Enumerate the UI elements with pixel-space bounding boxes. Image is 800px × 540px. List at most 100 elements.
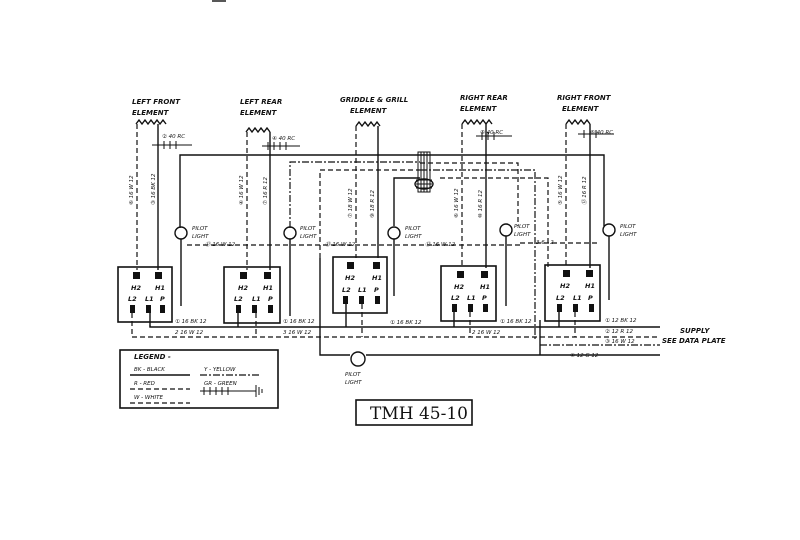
top-bus-wires [179, 154, 605, 340]
switch-box-left-rear: H2 H1 L2 L1 P [223, 266, 281, 324]
element-label-right-rear: RIGHT REAR ELEMENT [460, 94, 508, 113]
lead-label: ⑦ 18 W 12 [347, 188, 354, 218]
svg-text:L1: L1 [573, 294, 582, 302]
heating-element-right-front [565, 118, 591, 126]
legend-yellow: Y - YELLOW [204, 367, 236, 373]
legend-green-line [200, 385, 263, 397]
element-name-line1: LEFT FRONT [132, 98, 181, 106]
svg-text:L2: L2 [342, 286, 351, 294]
switch-box-left-front: H2 H1 L2 L1 P [117, 266, 173, 323]
pilot-light-4: PILOT LIGHT [499, 223, 531, 306]
pilot-label-line1: PILOT [345, 372, 361, 378]
svg-text:P: P [160, 295, 165, 303]
element-name-line1: GRIDDLE & GRILL [340, 96, 408, 104]
legend-title: LEGEND - [134, 353, 171, 361]
bus-note: 3 16 W 12 [283, 330, 312, 336]
svg-text:L1: L1 [145, 295, 154, 303]
svg-text:P: P [588, 294, 593, 302]
pilot-label-line1: PILOT [405, 226, 421, 232]
element-label-left-front: LEFT FRONT ELEMENT [132, 98, 181, 117]
svg-text:SUPPLY: SUPPLY [680, 327, 710, 335]
pilot-label-line1: PILOT [192, 226, 208, 232]
svg-text:L2: L2 [128, 295, 137, 303]
bus-note: ① 16 BK 12 [390, 320, 422, 326]
element-label-left-rear: LEFT REAR ELEMENT [240, 98, 282, 117]
lead-label: ③ 16 BK 12 [151, 173, 157, 205]
bus-note: ⑪ 16 W 12 [205, 241, 236, 248]
svg-text:H2: H2 [560, 282, 570, 290]
bus-note: ① 12 BK 12 [605, 318, 637, 324]
wire-note: ② 40 RC [162, 133, 185, 140]
model-number: TMH 45-10 [370, 404, 468, 424]
heating-element-right-rear [461, 118, 493, 126]
svg-text:L1: L1 [252, 295, 261, 303]
element-label-right-front: RIGHT FRONT ELEMENT [557, 94, 612, 113]
heating-element-griddle [355, 120, 381, 128]
lead-label: ⑪ 16 R 12 [581, 176, 588, 205]
lower-bus-wires [131, 258, 660, 356]
pilot-light-2: PILOT LIGHT [283, 226, 317, 316]
legend-green: GR - GREEN [204, 381, 237, 387]
pilot-label-line1: PILOT [300, 226, 316, 232]
lead-label: ⑨ 18 R 12 [369, 190, 376, 218]
ground-stub-marks [152, 130, 614, 150]
legend-red: R - RED [134, 381, 155, 387]
pilot-light-5: PILOT LIGHT [602, 223, 637, 300]
switch-box-griddle: H2 H1 L2 L1 P [332, 256, 388, 314]
bus-note: 2 16 W 12 [472, 330, 501, 336]
heating-element-left-rear [245, 126, 271, 134]
pilot-bus [187, 242, 600, 246]
svg-text:H1: H1 [372, 274, 382, 282]
bus-note: ② 12 R 12 [605, 328, 633, 335]
svg-text:H1: H1 [263, 284, 273, 292]
svg-text:L2: L2 [451, 294, 460, 302]
bus-note: ④ 12 G 12 [570, 353, 599, 359]
svg-text:L1: L1 [358, 286, 367, 294]
svg-text:H1: H1 [155, 284, 165, 292]
lead-label: ⑥ 16 W 12 [129, 175, 135, 205]
svg-text:H2: H2 [131, 284, 141, 292]
element-name-line1: LEFT REAR [240, 98, 282, 106]
svg-text:H1: H1 [480, 283, 490, 291]
heating-element-left-front [135, 118, 167, 126]
wire-note: ⑤ 40 RC [480, 130, 503, 136]
svg-text:H2: H2 [345, 274, 355, 282]
wire-note: ⑥ 40 RC [590, 130, 613, 136]
lead-label: ⑩ 16 R 12 [477, 190, 484, 218]
switch-box-right-front: H2 H1 L2 L1 P [544, 264, 601, 322]
svg-text:P: P [482, 294, 487, 302]
element-label-griddle-grill: GRIDDLE & GRILL ELEMENT [340, 96, 408, 115]
lead-label: ⑥ 16 W 12 [454, 188, 460, 218]
element-name-line1: RIGHT FRONT [557, 94, 612, 102]
svg-text:H1: H1 [585, 282, 595, 290]
cable-clamp-icon [414, 151, 434, 193]
legend-black: BK - BLACK [134, 367, 165, 373]
pilot-label-line2: LIGHT [345, 380, 362, 386]
element-name-line2: ELEMENT [350, 107, 388, 115]
element-name-line2: ELEMENT [132, 109, 170, 117]
lead-label: ⑤ 16 W 12 [558, 175, 564, 205]
svg-text:H2: H2 [238, 284, 248, 292]
bus-note: ⑫ 16 W 12 [425, 241, 456, 248]
svg-text:SEE DATA PLATE: SEE DATA PLATE [662, 337, 726, 345]
pilot-light-1: PILOT LIGHT [174, 226, 209, 306]
bus-note: 2 16 W 12 [175, 330, 204, 336]
svg-text:H2: H2 [454, 283, 464, 291]
lead-label: ④ 16 W 12 [239, 175, 245, 205]
legend-white: W - WHITE [134, 395, 163, 401]
element-name-line1: RIGHT REAR [460, 94, 508, 102]
element-leads [136, 124, 591, 270]
svg-text:L1: L1 [467, 294, 476, 302]
pilot-light-3: PILOT LIGHT [387, 226, 422, 296]
pilot-label-line2: LIGHT [300, 234, 317, 240]
element-name-line2: ELEMENT [240, 109, 278, 117]
bus-note: ⑬ 16 W 12 [325, 241, 356, 248]
svg-text:L2: L2 [556, 294, 565, 302]
wire-note: ④ 40 RC [272, 136, 295, 142]
lead-label: ⑦ 16 R 12 [262, 177, 269, 205]
pilot-label-line2: LIGHT [620, 232, 637, 238]
bus-note: ① 16 BK 12 [175, 319, 207, 325]
switch-box-right-rear: H2 H1 L2 L1 P [440, 265, 497, 322]
svg-text:P: P [374, 286, 379, 294]
